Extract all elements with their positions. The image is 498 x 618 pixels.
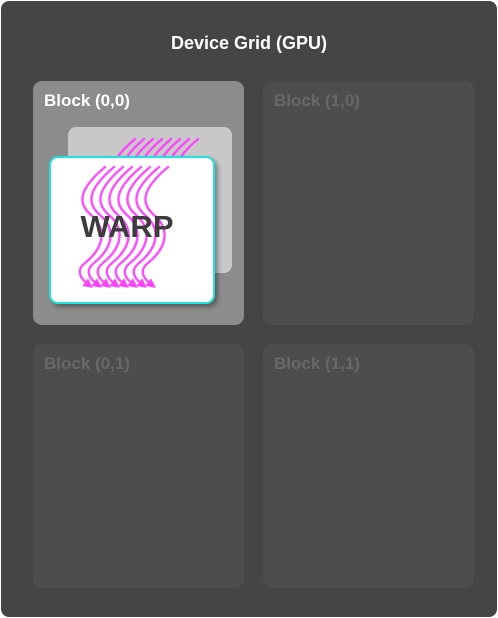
thread-arrow — [123, 165, 152, 288]
block-label: Block (1,0) — [274, 91, 360, 110]
thread-arrow — [78, 165, 107, 288]
block-0-0[interactable]: Block (0,0) WARP — [33, 81, 244, 325]
thread-arrow — [105, 165, 134, 288]
thread-arrow — [114, 165, 143, 288]
block-label: Block (0,0) — [44, 91, 130, 110]
block-label: Block (1,1) — [274, 354, 360, 373]
warp-label: WARP — [81, 209, 174, 244]
warp-diagram: WARP — [49, 137, 215, 304]
block-label: Block (0,1) — [44, 354, 130, 373]
thread-arrow — [132, 165, 161, 288]
grid-title: Device Grid (GPU) — [170, 33, 328, 53]
block-0-1[interactable]: Block (0,1) — [33, 344, 244, 588]
thread-arrow — [87, 165, 116, 288]
block-1-1[interactable]: Block (1,1) — [263, 344, 474, 588]
block-1-0[interactable]: Block (1,0) — [263, 81, 474, 325]
thread-arrow — [96, 165, 125, 288]
thread-arrow — [141, 165, 170, 288]
thread-arrows — [78, 165, 170, 288]
